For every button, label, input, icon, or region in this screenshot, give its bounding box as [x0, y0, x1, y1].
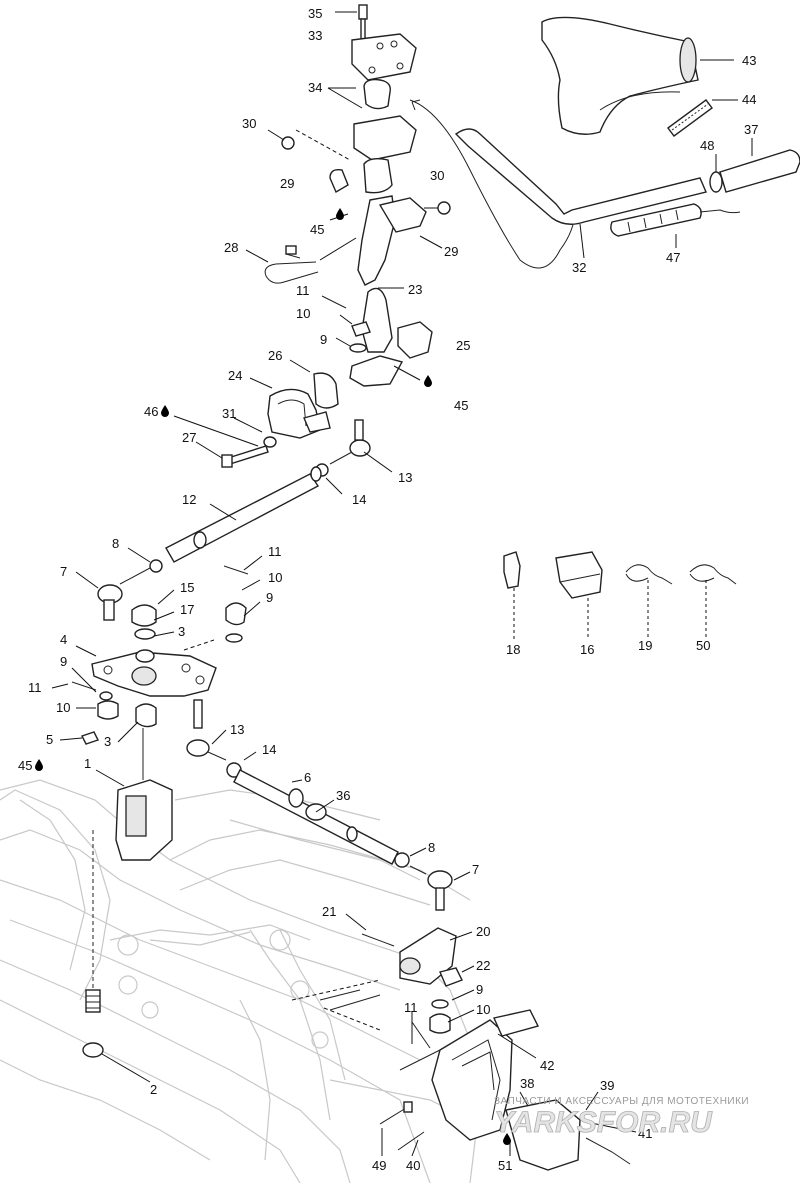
upper-tie-rod [97, 419, 371, 621]
callout-36: 36 [336, 788, 350, 803]
callout-19: 19 [638, 638, 652, 653]
pivot-block [82, 728, 173, 1058]
callout-4: 4 [60, 632, 67, 647]
callout-47: 47 [666, 250, 680, 265]
callout-41: 41 [638, 1126, 652, 1141]
lower-tie-rod [186, 739, 453, 911]
watermark-tagline: ЗАПЧАСТИ И АКСЕССУАРЫ ДЛЯ МОТОТЕХНИКИ [494, 1096, 749, 1107]
callout-50: 50 [696, 638, 710, 653]
callout-23: 23 [408, 282, 422, 297]
callout-48: 48 [700, 138, 714, 153]
callout-3: 3 [178, 624, 185, 639]
callout-42: 42 [540, 1058, 554, 1073]
drop-icon [503, 1133, 511, 1145]
callout-1: 1 [84, 756, 91, 771]
callout-26: 26 [268, 348, 282, 363]
callout-46: 46 [144, 404, 158, 419]
watermark: ЗАПЧАСТИ И АКСЕССУАРЫ ДЛЯ МОТОТЕХНИКИ YA… [494, 1096, 749, 1139]
callout-13: 13 [398, 470, 412, 485]
callout-17: 17 [180, 602, 194, 617]
callout-33: 33 [308, 28, 322, 43]
callout-3: 3 [104, 734, 111, 749]
callout-5: 5 [46, 732, 53, 747]
callout-51: 51 [498, 1158, 512, 1173]
callout-11: 11 [28, 680, 42, 695]
callout-34: 34 [308, 80, 322, 95]
leader-lines [51, 11, 753, 1157]
callout-45: 45 [18, 758, 32, 773]
callout-11: 11 [268, 544, 282, 559]
callout-10: 10 [268, 570, 282, 585]
callout-8: 8 [112, 536, 119, 551]
callout-29: 29 [280, 176, 294, 191]
callout-18: 18 [506, 642, 520, 657]
callout-44: 44 [742, 92, 756, 107]
callout-31: 31 [222, 406, 236, 421]
callout-37: 37 [744, 122, 758, 137]
callout-21: 21 [322, 904, 336, 919]
callout-32: 32 [572, 260, 586, 275]
watermark-logo: YARKSFOR.RU [494, 1106, 713, 1139]
callout-9: 9 [266, 590, 273, 605]
callout-13: 13 [230, 722, 244, 737]
callout-29: 29 [444, 244, 458, 259]
callout-30: 30 [430, 168, 444, 183]
callout-22: 22 [476, 958, 490, 973]
callout-11: 11 [296, 283, 310, 298]
ski-leg-assembly [319, 927, 631, 1171]
callout-30: 30 [242, 116, 256, 131]
callout-9: 9 [476, 982, 483, 997]
callout-49: 49 [372, 1158, 386, 1173]
callout-25: 25 [456, 338, 470, 353]
callout-10: 10 [476, 1002, 490, 1017]
drop-icon [35, 759, 43, 771]
callout-9: 9 [60, 654, 67, 669]
callout-6: 6 [304, 770, 311, 785]
support-bracket [221, 372, 339, 468]
callout-9: 9 [320, 332, 327, 347]
callout-28: 28 [224, 240, 238, 255]
callout-7: 7 [60, 564, 67, 579]
drop-icon [161, 405, 169, 417]
callout-16: 16 [580, 642, 594, 657]
lubricant-drops [35, 208, 511, 1145]
callout-27: 27 [182, 430, 196, 445]
callout-45: 45 [310, 222, 324, 237]
callout-43: 43 [742, 53, 756, 68]
callout-2: 2 [150, 1082, 157, 1097]
callout-14: 14 [262, 742, 276, 757]
callout-labels: 35 33 34 30 29 30 45 29 28 11 23 10 9 25… [18, 6, 758, 1173]
loose-parts [503, 551, 737, 599]
chassis-frame [0, 779, 481, 1183]
callout-10: 10 [296, 306, 310, 321]
callout-12: 12 [182, 492, 196, 507]
callout-10: 10 [56, 700, 70, 715]
callout-35: 35 [308, 6, 322, 21]
steering-arm [71, 565, 249, 745]
handlebar-assembly [454, 16, 800, 237]
callout-8: 8 [428, 840, 435, 855]
callout-14: 14 [352, 492, 366, 507]
callout-24: 24 [228, 368, 242, 383]
callout-20: 20 [476, 924, 490, 939]
drop-icon [336, 208, 344, 220]
callout-39: 39 [600, 1078, 614, 1093]
callout-15: 15 [180, 580, 194, 595]
drop-icon [424, 375, 432, 387]
callout-11: 11 [404, 1000, 418, 1015]
callout-45: 45 [454, 398, 468, 413]
callout-38: 38 [520, 1076, 534, 1091]
callout-40: 40 [406, 1158, 420, 1173]
steering-column [264, 4, 576, 387]
callout-7: 7 [472, 862, 479, 877]
